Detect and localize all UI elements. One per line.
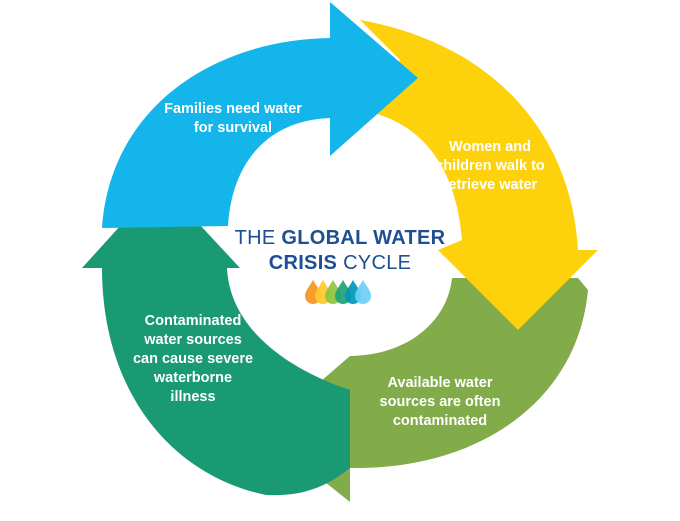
arrow-walk-to-retrieve xyxy=(360,20,598,330)
title-word-cycle: CYCLE xyxy=(343,252,412,274)
segment-label-families: Families need water for survival xyxy=(164,101,302,136)
title-line-2: CRISIS CYCLE xyxy=(215,251,465,276)
title-word-the: THE xyxy=(234,227,276,249)
segment-label-waterborne-illness: Contaminated water sources can cause sev… xyxy=(132,313,254,405)
arrow-families-need-water xyxy=(102,2,418,228)
title-word-crisis: CRISIS xyxy=(268,252,338,274)
arrow-waterborne-illness xyxy=(82,182,350,496)
water-drop-icon xyxy=(355,280,371,304)
segment-label-women-children: Women and children walk to retrieve wate… xyxy=(435,139,545,193)
diagram-title: THE GLOBAL WATER CRISIS CYCLE xyxy=(215,226,465,276)
title-words-global-water: GLOBAL WATER xyxy=(281,227,446,249)
water-drops-logo xyxy=(305,280,371,304)
title-line-1: THE GLOBAL WATER xyxy=(215,226,465,251)
segment-label-contaminated-sources: Available water sources are often contam… xyxy=(379,375,501,429)
